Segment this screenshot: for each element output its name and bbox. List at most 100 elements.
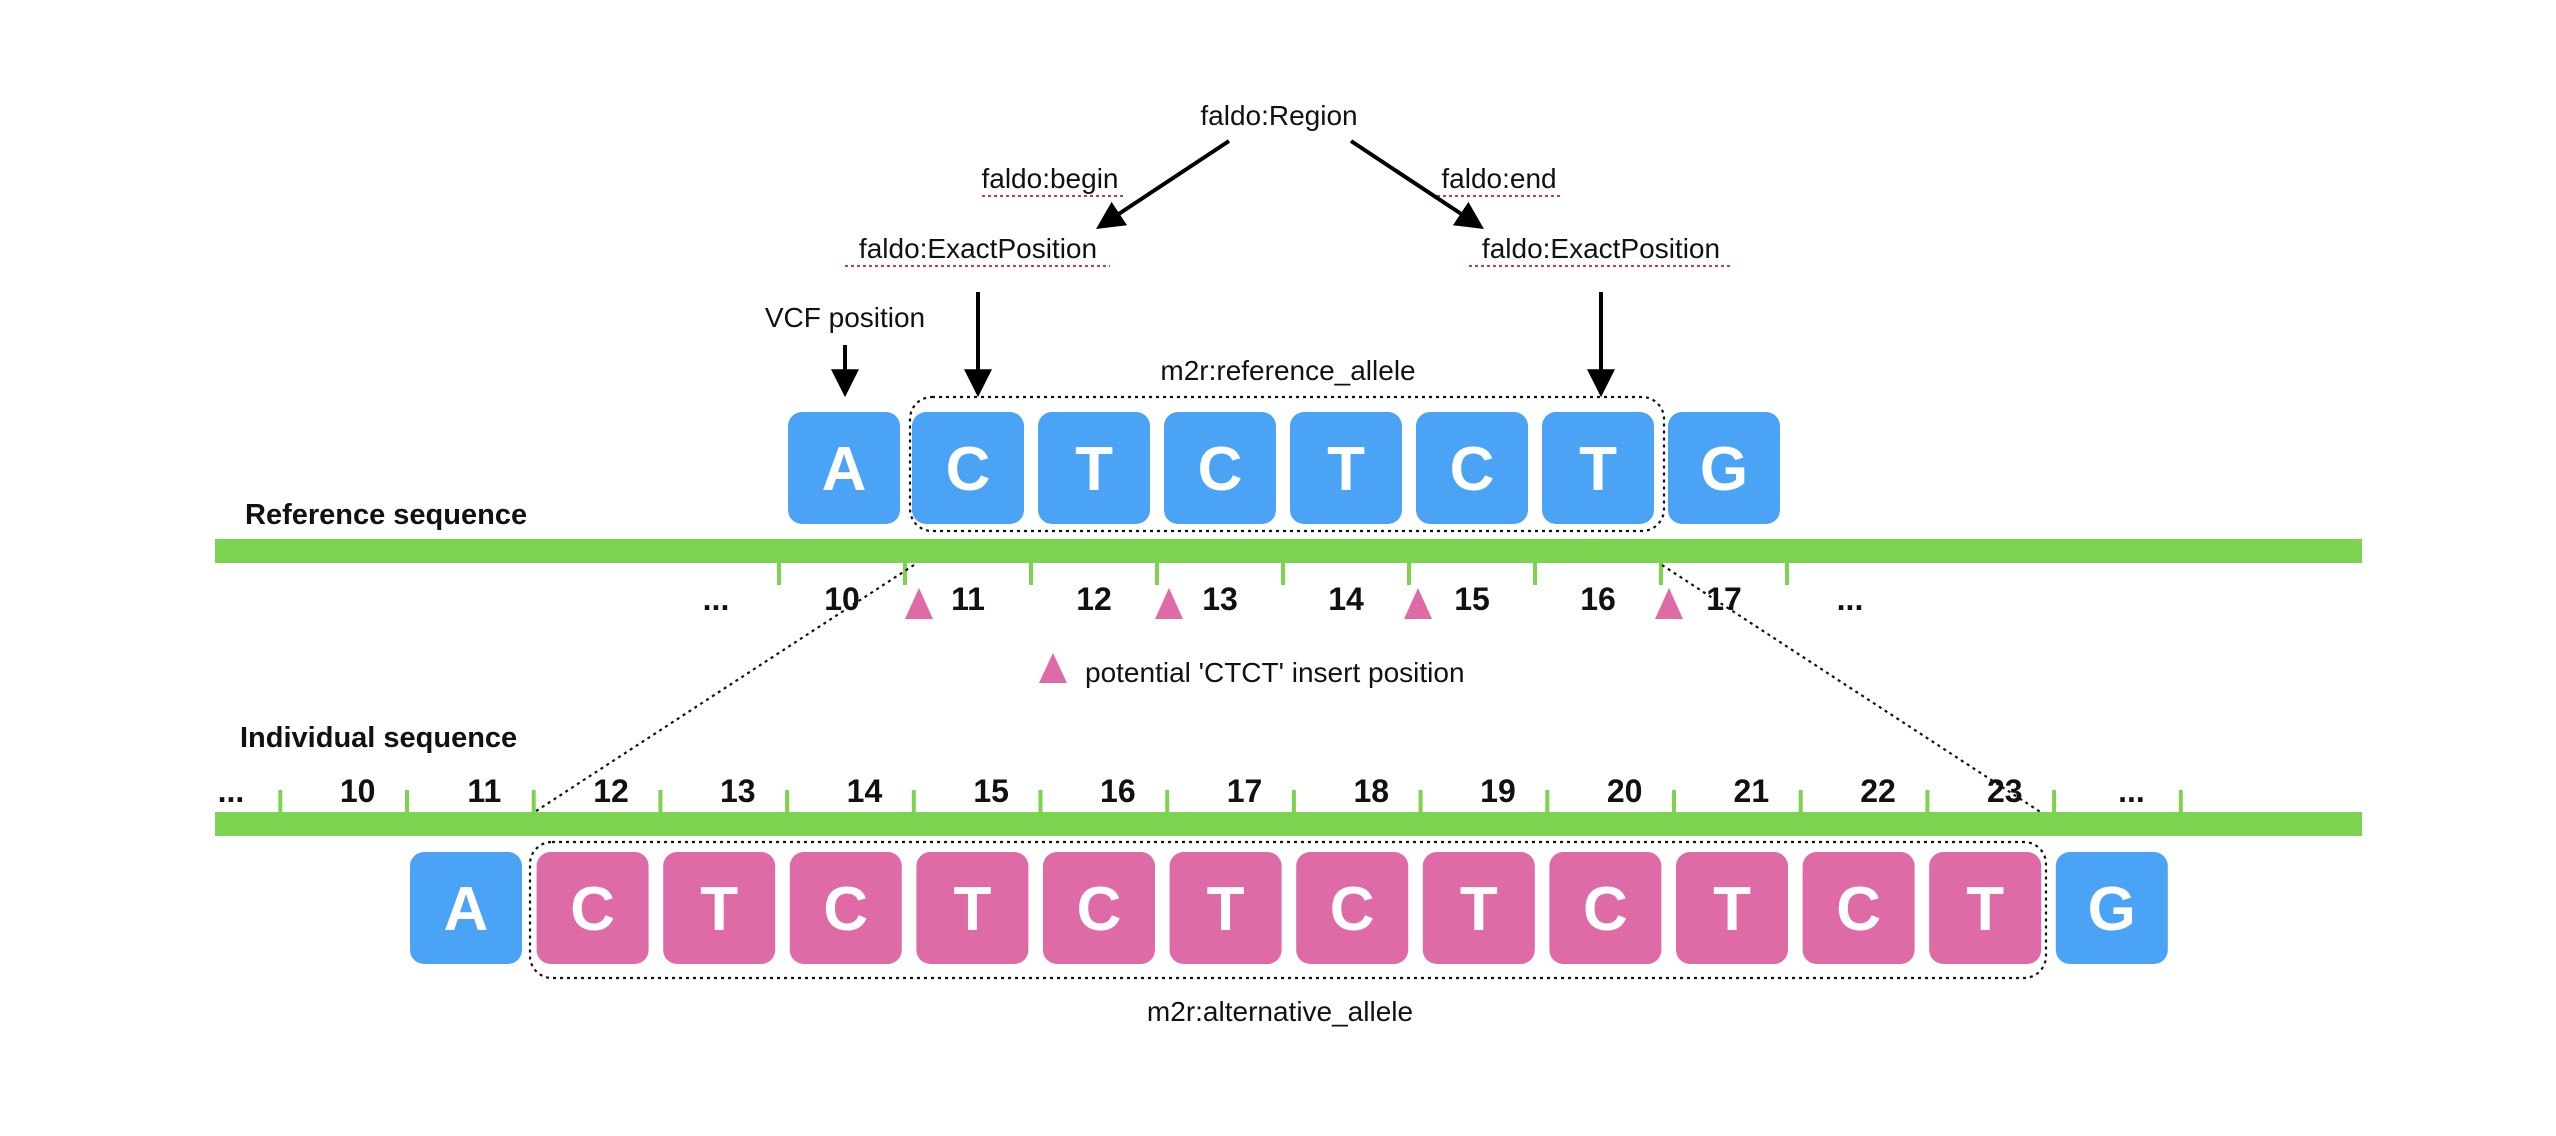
insert-position-marker bbox=[1155, 588, 1183, 619]
begin-arrow bbox=[1095, 139, 1231, 229]
individual-base-letter: C bbox=[1330, 875, 1375, 944]
reference-tick bbox=[1029, 563, 1033, 585]
reference-tick bbox=[1155, 563, 1159, 585]
reference-tick bbox=[1659, 563, 1663, 585]
reference-base-box bbox=[1542, 412, 1654, 524]
reference-base-letter: T bbox=[1579, 435, 1617, 504]
individual-position-label: 13 bbox=[720, 773, 756, 809]
individual-base-letter: C bbox=[1836, 875, 1881, 944]
alternative-allele-outline bbox=[528, 840, 2048, 980]
individual-base-box bbox=[916, 852, 1029, 964]
individual-tick bbox=[1545, 790, 1550, 812]
reference-position-label: 11 bbox=[951, 581, 985, 617]
individual-base-letter: T bbox=[700, 875, 738, 944]
individual-tick bbox=[1672, 790, 1676, 812]
reference-base-letter: C bbox=[1198, 435, 1243, 504]
individual-base-letter: C bbox=[1077, 875, 1122, 944]
faldo-exact-position-begin-label: faldo:ExactPosition bbox=[859, 233, 1097, 264]
individual-position-label: 16 bbox=[1100, 773, 1136, 809]
individual-base-letter: T bbox=[953, 875, 991, 944]
individual-base-box bbox=[536, 852, 649, 964]
reference-tick bbox=[1785, 563, 1789, 585]
reference-base-letter: T bbox=[1327, 435, 1365, 504]
reference-position-label: 14 bbox=[1328, 581, 1364, 617]
individual-tick bbox=[1165, 790, 1170, 812]
individual-base-letter: T bbox=[1713, 875, 1751, 944]
individual-tick bbox=[1798, 790, 1803, 812]
reference-base-box bbox=[1668, 412, 1780, 524]
individual-position-label: 20 bbox=[1607, 773, 1643, 809]
individual-position-label: ... bbox=[218, 773, 245, 809]
reference-position-label: 13 bbox=[1202, 581, 1238, 617]
reference-base-box bbox=[1290, 412, 1402, 524]
reference-base-letter: T bbox=[1075, 435, 1113, 504]
individual-position-label: 10 bbox=[340, 773, 376, 809]
faldo-region-label: faldo:Region bbox=[1200, 100, 1357, 131]
reference-base-letter: G bbox=[1700, 435, 1748, 504]
individual-base-box bbox=[663, 852, 776, 964]
individual-base-box bbox=[789, 852, 902, 964]
individual-position-label: 14 bbox=[847, 773, 883, 809]
individual-base-box bbox=[1549, 852, 1662, 964]
individual-tick bbox=[531, 790, 536, 812]
faldo-begin-label: faldo:begin bbox=[981, 163, 1118, 194]
legend-marker-icon bbox=[1039, 653, 1067, 683]
individual-tick bbox=[2052, 790, 2057, 812]
individual-base-box bbox=[1296, 852, 1409, 964]
reference-base-box bbox=[1416, 412, 1528, 524]
individual-tick bbox=[911, 790, 916, 812]
individual-base-letter: T bbox=[1207, 875, 1245, 944]
reference-position-label: 12 bbox=[1076, 581, 1112, 617]
individual-base-box bbox=[1676, 852, 1788, 964]
individual-position-label: 12 bbox=[593, 773, 629, 809]
insert-position-marker bbox=[1655, 588, 1683, 619]
reference-position-label: ... bbox=[703, 581, 730, 617]
individual-position-label: 23 bbox=[1987, 773, 2023, 809]
reference-base-letter: C bbox=[946, 435, 991, 504]
individual-tick bbox=[1291, 790, 1296, 812]
reference-base-box bbox=[1038, 412, 1150, 524]
individual-base-box bbox=[1043, 852, 1155, 964]
individual-sequence-label: Individual sequence bbox=[240, 722, 517, 754]
individual-base-letter: C bbox=[1583, 875, 1628, 944]
reference-tick bbox=[1533, 563, 1537, 585]
reference-position-label: 17 bbox=[1706, 581, 1742, 617]
individual-tick bbox=[1418, 790, 1423, 812]
reference-tick bbox=[777, 563, 781, 585]
reference-sequence-label: Reference sequence bbox=[245, 499, 527, 531]
reference-ticks bbox=[777, 563, 1789, 585]
insert-position-marker bbox=[1404, 588, 1432, 619]
individual-sequence-bar bbox=[215, 812, 2362, 836]
reference-base-letter: A bbox=[822, 435, 867, 504]
vcf-position-label: VCF position bbox=[765, 302, 925, 333]
individual-base-box bbox=[410, 852, 522, 964]
individual-ticks bbox=[278, 790, 2183, 812]
legend-marker-label: potential 'CTCT' insert position bbox=[1085, 657, 1465, 688]
individual-base-letter: T bbox=[1460, 875, 1498, 944]
individual-base-letter: C bbox=[823, 875, 868, 944]
reference-tick bbox=[1281, 563, 1285, 585]
individual-position-label: 19 bbox=[1480, 773, 1516, 809]
faldo-end-label: faldo:end bbox=[1441, 163, 1556, 194]
individual-base-box bbox=[1169, 852, 1282, 964]
reference-allele-label: m2r:reference_allele bbox=[1160, 355, 1415, 386]
reference-base-box bbox=[788, 412, 900, 524]
individual-tick bbox=[278, 790, 283, 812]
individual-position-label: ... bbox=[2118, 773, 2145, 809]
reference-base-box bbox=[912, 412, 1024, 524]
individual-base-letter: G bbox=[2088, 875, 2136, 944]
reference-position-label: 15 bbox=[1454, 581, 1490, 617]
reference-base-box bbox=[1164, 412, 1276, 524]
individual-tick bbox=[405, 790, 409, 812]
individual-position-label: 18 bbox=[1353, 773, 1389, 809]
individual-base-box bbox=[1422, 852, 1535, 964]
faldo-exact-position-end-label: faldo:ExactPosition bbox=[1482, 233, 1720, 264]
insert-position-markers bbox=[905, 588, 1683, 619]
individual-tick bbox=[785, 790, 790, 812]
reference-base-letter: C bbox=[1450, 435, 1495, 504]
individual-base-letter: T bbox=[1966, 875, 2004, 944]
